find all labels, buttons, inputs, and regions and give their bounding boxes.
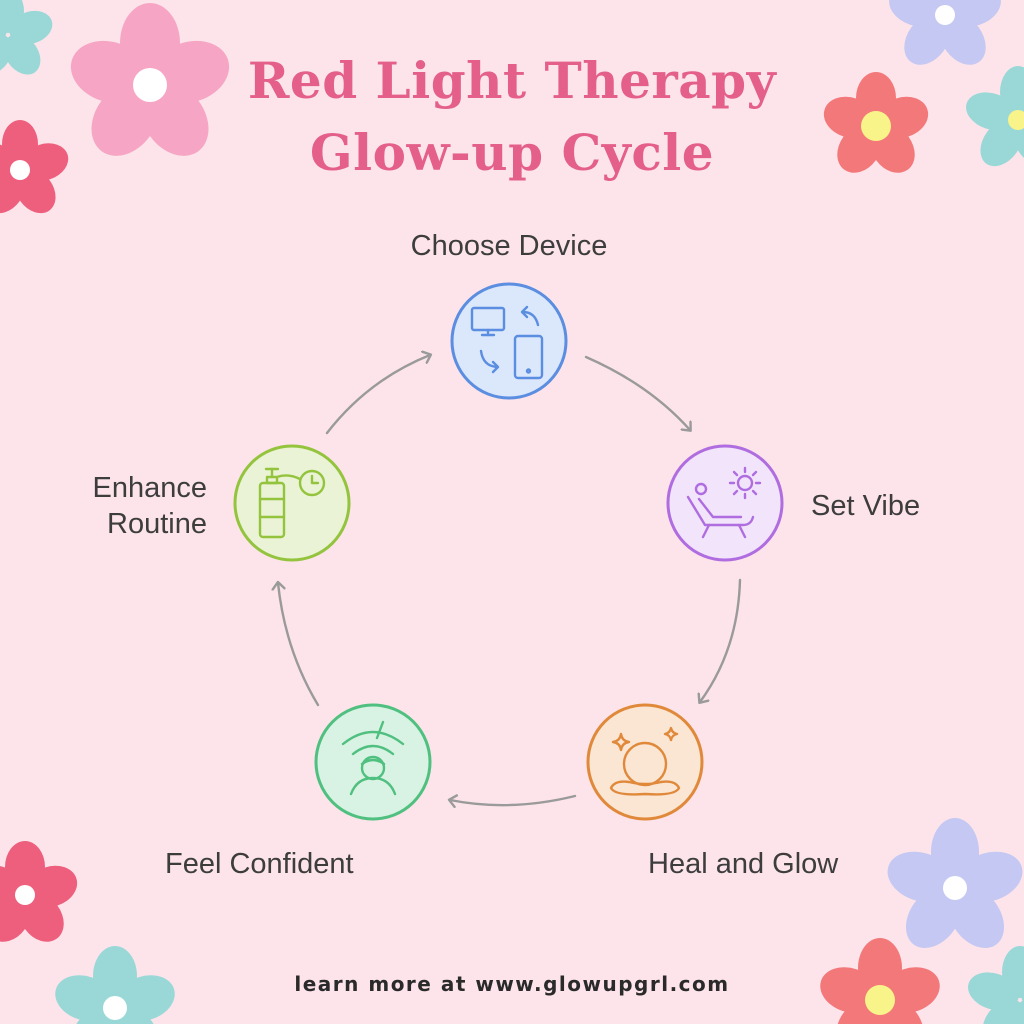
flower-decoration-bottom-left (0, 841, 175, 1024)
confident-face-icon (341, 720, 405, 796)
arrow-heal-to-confident (450, 796, 577, 805)
page-title-line2: Glow-up Cycle (309, 123, 715, 182)
page-title-line1: Red Light Therapy (247, 51, 777, 110)
lounge-chair-sun-icon (686, 466, 762, 539)
arrow-choose-to-setvibe (584, 355, 690, 430)
step-label-choose-device: Choose Device (410, 230, 608, 262)
device-sync-icon (470, 305, 544, 380)
footer-link-text[interactable]: learn more at www.glowupgrl.com (294, 972, 730, 996)
step-label-feel-confident: Feel Confident (165, 848, 354, 880)
step-label-set-vibe: Set Vibe (811, 490, 921, 522)
step-choose-device (450, 282, 568, 400)
enhance-label-line2: Routine (107, 508, 207, 540)
flower-decoration-bottom-right (820, 818, 1024, 1024)
step-heal-and-glow (586, 703, 704, 821)
arrow-enhance-to-choose (325, 355, 430, 435)
step-enhance-routine (233, 444, 351, 562)
step-set-vibe (666, 444, 784, 562)
flower-decoration-top-left (0, 0, 230, 214)
step-label-enhance-routine: Enhance Routine (93, 470, 208, 542)
step-feel-confident (314, 703, 432, 821)
step-label-heal-and-glow: Heal and Glow (648, 848, 839, 880)
bottle-clock-icon (258, 467, 326, 539)
enhance-label-line1: Enhance (92, 472, 208, 504)
meditation-sparkle-icon (609, 726, 681, 796)
arrow-setvibe-to-heal (700, 578, 742, 702)
arrow-confident-to-enhance (278, 583, 320, 707)
